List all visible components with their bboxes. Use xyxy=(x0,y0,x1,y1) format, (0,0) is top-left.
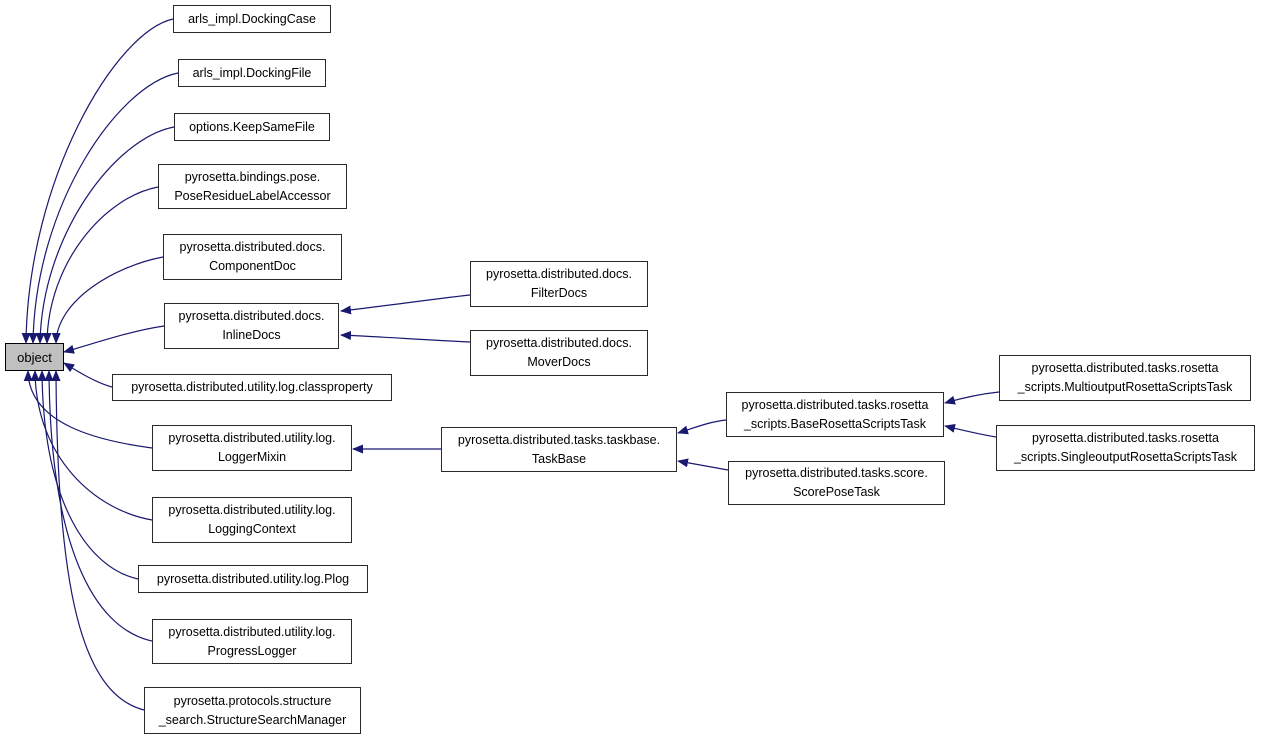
class-label-line: _scripts.MultioutputRosettaScriptsTask xyxy=(1017,380,1233,394)
class-box-classproperty[interactable]: pyrosetta.distributed.utility.log.classp… xyxy=(112,374,392,401)
class-box-pose-residue-label-accessor[interactable]: pyrosetta.bindings.pose. PoseResidueLabel… xyxy=(158,164,347,209)
inheritance-arrow-multioutput-rosetta-scripts-task-to-base-rosetta-scripts-task xyxy=(944,391,1000,405)
class-box-filter-docs[interactable]: pyrosetta.distributed.docs. FilterDocs xyxy=(470,261,648,307)
class-box-component-doc[interactable]: pyrosetta.distributed.docs. ComponentDoc xyxy=(163,234,342,280)
class-box-object: object xyxy=(5,343,64,371)
inheritance-arrow-component-doc-to-object xyxy=(51,256,164,344)
class-label-line: _search.StructureSearchManager xyxy=(158,712,347,727)
class-label-line: pyrosetta.distributed.docs. xyxy=(178,309,325,323)
class-label-line: _scripts.BaseRosettaScriptsTask xyxy=(743,416,926,431)
inheritance-arrow-mover-docs-to-inline-docs xyxy=(340,330,471,343)
inheritance-arrow-inline-docs-to-object xyxy=(63,325,165,354)
class-label-line: object xyxy=(17,349,52,365)
class-box-progress-logger[interactable]: pyrosetta.distributed.utility.log. Progre… xyxy=(152,619,352,664)
inheritance-arrow-docking-file-to-object xyxy=(28,72,179,344)
class-box-logging-context[interactable]: pyrosetta.distributed.utility.log. Loggin… xyxy=(152,497,352,543)
class-label-line: FilterDocs xyxy=(530,286,588,300)
class-box-score-pose-task[interactable]: pyrosetta.distributed.tasks.score. ScoreP… xyxy=(728,461,945,505)
inheritance-arrow-docking-case-to-object xyxy=(21,18,174,344)
class-label-line: TaskBase xyxy=(531,451,587,466)
inheritance-arrow-score-pose-task-to-task-base xyxy=(677,458,729,471)
class-box-docking-file[interactable]: arls_impl.DockingFile xyxy=(178,59,326,87)
class-box-keep-same-file[interactable]: options.KeepSameFile xyxy=(174,113,330,141)
class-label-line: pyrosetta.distributed.utility.log. xyxy=(168,503,336,517)
class-label-line: pyrosetta.distributed.utility.log. xyxy=(168,431,336,445)
class-label-line: pyrosetta.distributed.tasks.score. xyxy=(745,466,928,480)
class-box-docking-case[interactable]: arls_impl.DockingCase xyxy=(173,5,331,33)
class-label-line: pyrosetta.distributed.tasks.rosetta xyxy=(741,397,929,412)
class-box-base-rosetta-scripts-task[interactable]: pyrosetta.distributed.tasks.rosetta _scri… xyxy=(726,392,944,437)
inheritance-arrow-progress-logger-to-object xyxy=(44,370,153,642)
class-label-line: pyrosetta.distributed.utility.log.classp… xyxy=(131,380,373,394)
class-box-inline-docs[interactable]: pyrosetta.distributed.docs. InlineDocs xyxy=(164,303,339,349)
class-label-line: pyrosetta.distributed.docs. xyxy=(179,240,326,254)
inheritance-arrow-structure-search-manager-to-object xyxy=(51,370,145,711)
class-label-line: ComponentDoc xyxy=(209,259,296,273)
class-label-line: pyrosetta.distributed.utility.log. xyxy=(168,624,336,639)
class-label-line: pyrosetta.distributed.docs. xyxy=(486,267,632,281)
class-label-line: LoggingContext xyxy=(208,522,296,536)
inheritance-arrow-filter-docs-to-inline-docs xyxy=(340,294,471,315)
class-label-line: ProgressLogger xyxy=(207,643,297,658)
class-box-task-base[interactable]: pyrosetta.distributed.tasks.taskbase. Tas… xyxy=(441,427,677,472)
class-label-line: PoseResidueLabelAccessor xyxy=(174,188,331,203)
inheritance-arrow-pose-residue-label-accessor-to-object xyxy=(42,186,159,344)
class-label-line: ScorePoseTask xyxy=(793,485,880,499)
inheritance-arrow-keep-same-file-to-object xyxy=(35,126,175,344)
class-label-line: InlineDocs xyxy=(222,328,281,342)
inheritance-arrow-plog-to-object xyxy=(37,370,139,580)
inheritance-arrow-classproperty-to-object xyxy=(63,362,113,388)
class-label-line: pyrosetta.distributed.tasks.taskbase. xyxy=(457,432,661,447)
class-box-mover-docs[interactable]: pyrosetta.distributed.docs. MoverDocs xyxy=(470,330,648,376)
class-label-line: pyrosetta.bindings.pose. xyxy=(184,169,321,184)
class-label-line: pyrosetta.protocols.structure xyxy=(173,693,332,708)
class-label-line: LoggerMixin xyxy=(217,450,287,464)
class-label-line: MoverDocs xyxy=(527,355,591,369)
class-label-line: arls_impl.DockingFile xyxy=(192,65,312,80)
class-label-line: pyrosetta.distributed.utility.log.Plog xyxy=(156,571,350,586)
class-label-line: pyrosetta.distributed.docs. xyxy=(486,336,632,350)
class-label-line: options.KeepSameFile xyxy=(189,119,315,134)
class-box-multioutput-rosetta-scripts-task[interactable]: pyrosetta.distributed.tasks.rosetta _scri… xyxy=(999,355,1251,401)
class-label-line: arls_impl.DockingCase xyxy=(188,11,316,26)
class-label-line: pyrosetta.distributed.tasks.rosetta xyxy=(1031,361,1219,375)
class-label-line: _scripts.SingleoutputRosettaScriptsTask xyxy=(1013,450,1238,464)
class-box-logger-mixin[interactable]: pyrosetta.distributed.utility.log. Logger… xyxy=(152,425,352,471)
class-box-structure-search-manager[interactable]: pyrosetta.protocols.structure _search.Str… xyxy=(144,687,361,734)
inheritance-arrow-singleoutput-rosetta-scripts-task-to-base-rosetta-scripts-task xyxy=(944,423,997,438)
inheritance-arrow-base-rosetta-scripts-task-to-task-base xyxy=(677,419,727,435)
class-box-singleoutput-rosetta-scripts-task[interactable]: pyrosetta.distributed.tasks.rosetta _scri… xyxy=(996,425,1255,471)
class-label-line: pyrosetta.distributed.tasks.rosetta xyxy=(1032,431,1219,445)
class-box-plog[interactable]: pyrosetta.distributed.utility.log.Plog xyxy=(138,565,368,593)
